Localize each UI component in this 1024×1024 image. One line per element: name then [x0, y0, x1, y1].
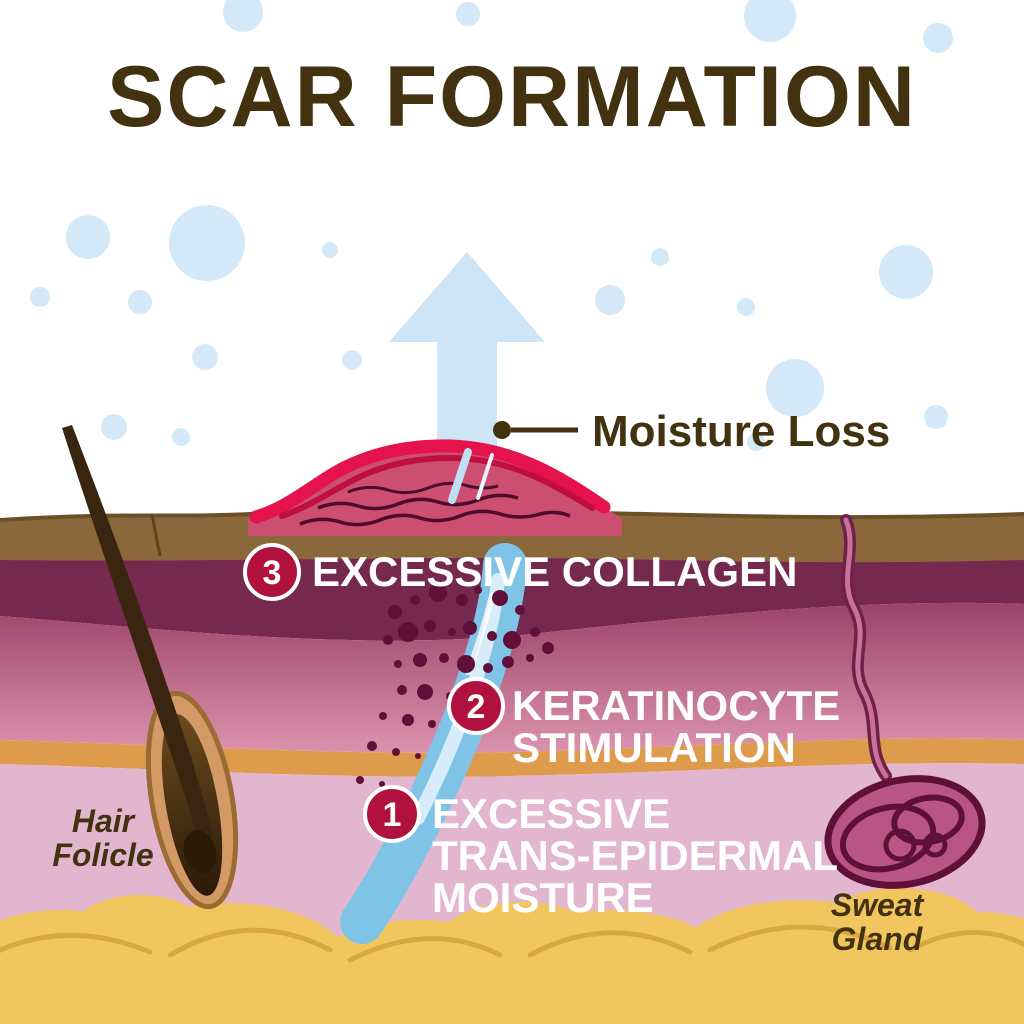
step-1: 1 EXCESSIVE TRANS-EPIDERMAL MOISTURE: [363, 785, 838, 921]
dermis-pink-band: [0, 602, 1024, 753]
skin-layers: [0, 509, 1024, 1024]
sweat-gland: [824, 514, 986, 889]
moisture-loss-arrow: [389, 252, 545, 508]
step-2-label-line2: STIMULATION: [512, 724, 796, 771]
basal-orange-band: [0, 738, 1024, 777]
step-1-label-line3: MOISTURE: [432, 874, 654, 921]
step-3-label: EXCESSIVE COLLAGEN: [312, 548, 797, 595]
step-2-badge: [447, 677, 505, 735]
step-1-label-line2: TRANS-EPIDERMAL: [432, 832, 838, 879]
hair-bulb: [183, 830, 217, 874]
step-3: 3 EXCESSIVE COLLAGEN: [243, 543, 797, 601]
surface-crack: [150, 513, 162, 557]
step-2-label-line1: KERATINOCYTE: [512, 682, 840, 729]
scar-bump: [248, 439, 622, 536]
hair-follicle-label-line1: Hair: [72, 803, 136, 839]
hair-shaft: [62, 425, 213, 842]
step-1-label-line1: EXCESSIVE: [432, 790, 670, 837]
step-1-number: 1: [383, 796, 402, 834]
step-3-number: 3: [263, 554, 282, 592]
hair-follicle-label-line2: Folicle: [52, 837, 153, 873]
moisture-bubbles: [30, 0, 953, 451]
step-3-badge: [243, 543, 301, 601]
hair-follicle: [62, 425, 239, 910]
sweat-gland-label-line2: Gland: [832, 921, 924, 957]
step-1-badge: [363, 785, 421, 843]
sweat-gland-label: Sweat Gland: [831, 887, 925, 957]
step-2-number: 2: [467, 688, 486, 726]
step-2: 2 KERATINOCYTE STIMULATION: [447, 677, 840, 771]
moisture-loss-label: Moisture Loss: [592, 407, 890, 456]
hair-follicle-label: Hair Folicle: [52, 803, 153, 873]
fat-cells: [0, 888, 1024, 1024]
sweat-gland-label-line1: Sweat: [831, 887, 925, 923]
callout-dot: [493, 421, 511, 439]
page-title: SCAR FORMATION: [107, 49, 917, 145]
moisture-loss-callout: Moisture Loss: [493, 407, 890, 456]
